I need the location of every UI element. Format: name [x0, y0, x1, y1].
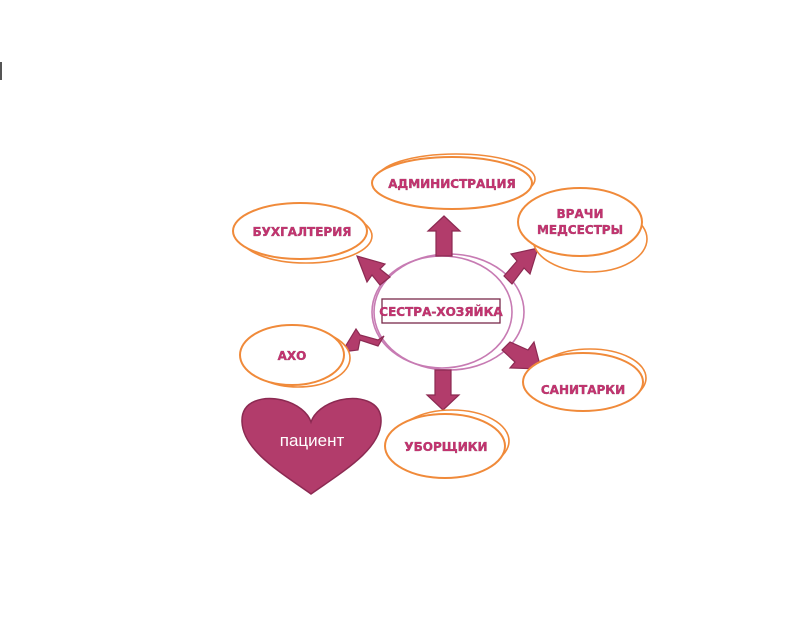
patient-label: пациент — [280, 431, 345, 450]
node-cleaners: УБОРЩИКИ — [384, 409, 510, 479]
arrow-upper-right — [503, 247, 539, 285]
aho-label: АХО — [278, 349, 307, 363]
node-accounting: БУХГАЛТЕРИЯ — [232, 202, 373, 264]
accounting-label: БУХГАЛТЕРИЯ — [252, 225, 351, 239]
cleaners-label: УБОРЩИКИ — [404, 440, 487, 454]
heart-icon — [241, 397, 382, 495]
administration-label: АДМИНИСТРАЦИЯ — [388, 177, 516, 191]
node-aho: АХО — [239, 324, 351, 388]
arrow-up — [426, 215, 462, 257]
center-label-box — [381, 298, 501, 324]
orderlies-label: САНИТАРКИ — [541, 383, 625, 397]
edge-mark — [0, 62, 2, 80]
doctors-label-line2: МЕДСЕСТРЫ — [537, 223, 623, 237]
arrows — [340, 215, 542, 411]
doctors-label-line1: ВРАЧИ — [557, 207, 604, 221]
node-doctors: ВРАЧИ МЕДСЕСТРЫ — [517, 187, 648, 273]
center-node: СЕСТРА-ХОЗЯЙКА — [371, 253, 525, 371]
arrow-down — [425, 369, 461, 411]
patient-node: пациент — [241, 397, 382, 495]
arrow-lower-right — [501, 340, 542, 370]
center-label: СЕСТРА-ХОЗЯЙКА — [379, 304, 503, 319]
node-administration: АДМИНИСТРАЦИЯ — [371, 153, 536, 210]
arrow-upper-left — [356, 255, 391, 286]
node-orderlies: САНИТАРКИ — [522, 348, 647, 412]
